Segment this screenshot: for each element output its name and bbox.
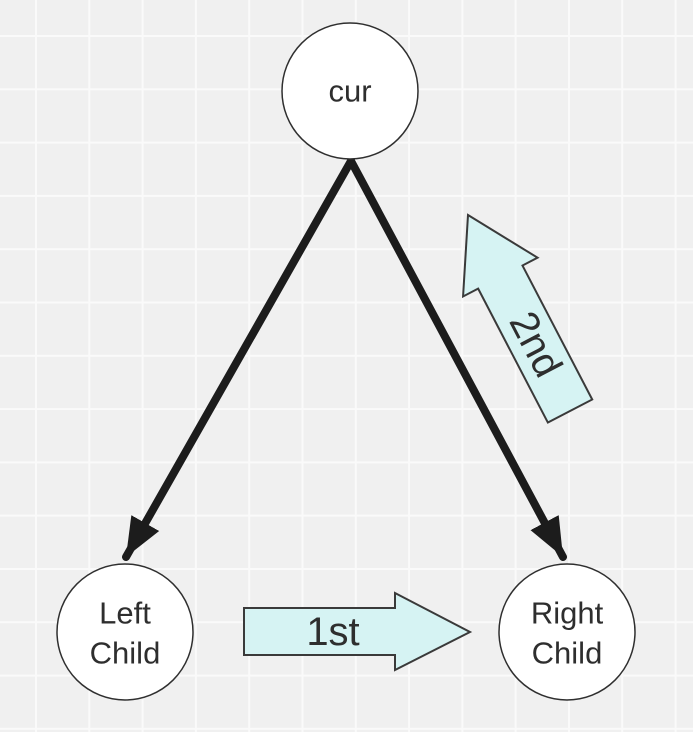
node-right-child-label-line1: Right bbox=[531, 596, 604, 631]
node-left-child-circle bbox=[56, 563, 194, 701]
first-visit-arrow-shape bbox=[243, 591, 473, 672]
second-visit-arrow-shape bbox=[461, 213, 594, 424]
first-visit-arrow-label: 1st bbox=[306, 610, 359, 654]
second-visit-arrow: 2nd bbox=[461, 213, 594, 424]
node-right-child-label-line2: Child bbox=[532, 636, 603, 671]
node-cur: cur bbox=[281, 22, 419, 160]
node-left-child: Left Child bbox=[56, 563, 194, 701]
edge-cur-to-right-child bbox=[347, 157, 567, 561]
edge-cur-to-left-child bbox=[122, 157, 355, 561]
first-visit-arrow: 1st bbox=[243, 591, 473, 672]
node-right-child: Right Child bbox=[498, 563, 636, 701]
node-right-child-circle bbox=[498, 563, 636, 701]
node-cur-circle bbox=[281, 22, 419, 160]
node-cur-label: cur bbox=[328, 74, 371, 109]
node-left-child-label-line1: Left bbox=[99, 596, 151, 631]
node-left-child-label-line2: Child bbox=[90, 636, 161, 671]
